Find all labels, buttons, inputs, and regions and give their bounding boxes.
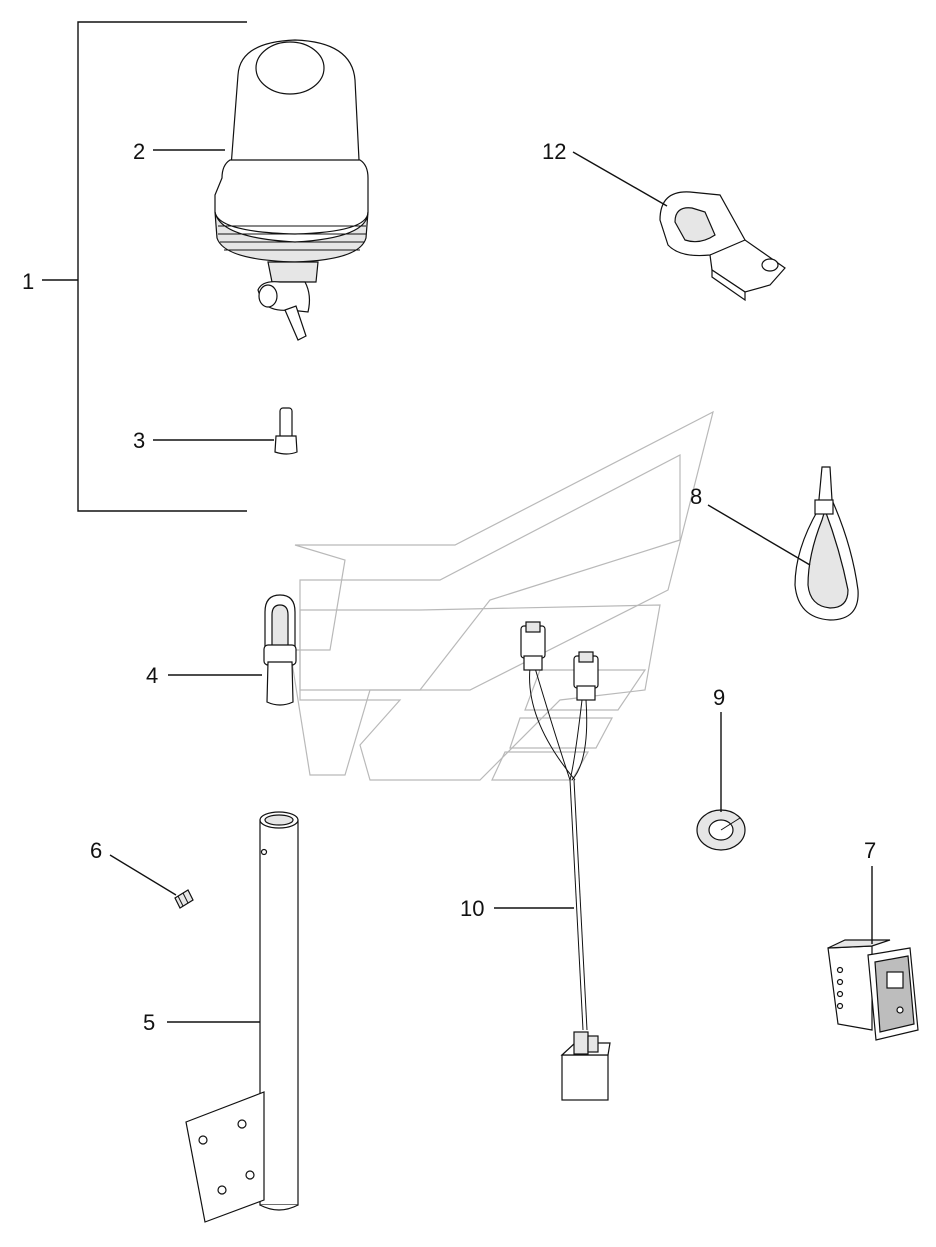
kit-bracket bbox=[42, 21, 247, 512]
beacon-lamp bbox=[214, 39, 369, 341]
lock-pin bbox=[263, 594, 297, 706]
p-clamp bbox=[659, 191, 786, 302]
callout-10: 10 bbox=[460, 896, 484, 921]
callout-2: 2 bbox=[133, 139, 145, 164]
watermark-logo bbox=[289, 410, 714, 781]
set-screw bbox=[174, 889, 194, 909]
callout-12: 12 bbox=[542, 139, 566, 164]
grommet bbox=[696, 809, 746, 851]
pin bbox=[274, 407, 298, 455]
leader-8 bbox=[707, 504, 811, 566]
callout-3: 3 bbox=[133, 428, 145, 453]
callout-6: 6 bbox=[90, 838, 102, 863]
rocker-switch bbox=[827, 939, 919, 1041]
callout-4: 4 bbox=[146, 663, 158, 688]
cable-tie bbox=[794, 466, 859, 621]
callout-7: 7 bbox=[864, 838, 876, 863]
mounting-post bbox=[185, 811, 299, 1223]
callout-5: 5 bbox=[143, 1010, 155, 1035]
callout-9: 9 bbox=[713, 685, 725, 710]
callout-8: 8 bbox=[690, 484, 702, 509]
leader-12 bbox=[572, 151, 668, 207]
wiring-harness bbox=[520, 621, 611, 1101]
callout-1: 1 bbox=[22, 269, 34, 294]
leader-6 bbox=[109, 854, 177, 896]
